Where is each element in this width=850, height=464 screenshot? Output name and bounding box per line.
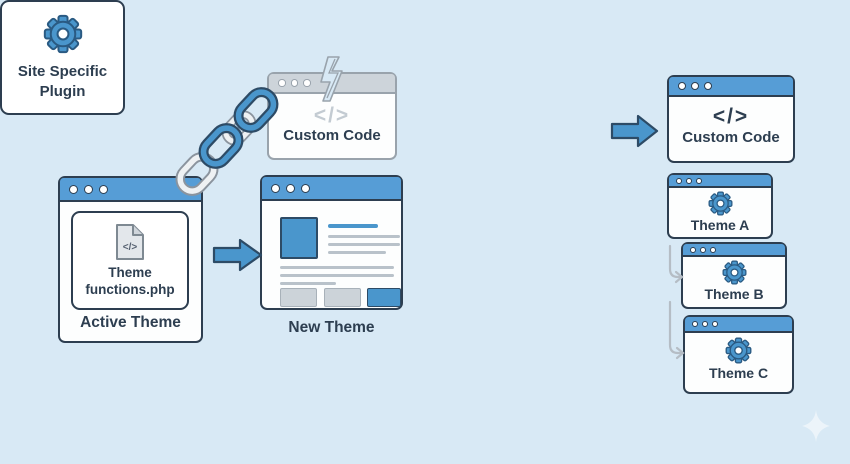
new-theme-window: [260, 175, 403, 310]
site-specific-plugin-box: Site Specific Plugin: [0, 0, 125, 115]
window-dot: [290, 79, 298, 87]
theme-a-window: Theme A: [667, 173, 773, 239]
window-dot: [271, 183, 280, 193]
text-line-placeholder: [328, 235, 400, 238]
custom-code-window: </> Custom Code: [667, 75, 795, 163]
window-dot: [69, 184, 78, 194]
window-dot: [84, 184, 93, 194]
broken-custom-code-label: Custom Code: [283, 126, 381, 144]
footer-block: [324, 288, 361, 307]
active-theme-window: </> Theme functions.php Active Theme: [58, 176, 203, 343]
theme-c-window: Theme C: [683, 315, 794, 394]
window-dot: [278, 79, 286, 87]
gear-icon: [708, 191, 733, 216]
footer-block-accent: [367, 288, 401, 307]
window-dot: [704, 82, 712, 90]
window-dot: [301, 183, 310, 193]
file-name: Theme functions.php: [85, 264, 175, 297]
window-dot: [696, 177, 702, 184]
window-titlebar: [683, 244, 785, 257]
code-icon: </>: [313, 103, 351, 127]
gear-icon: [725, 337, 752, 364]
window-dot: [676, 177, 682, 184]
window-dot: [690, 246, 696, 253]
footer-block: [280, 288, 317, 307]
window-titlebar: [60, 178, 201, 202]
window-dot: [700, 246, 706, 253]
flow-arrow-right: [610, 114, 659, 148]
gear-icon: [43, 14, 83, 54]
window-dot: [710, 246, 716, 253]
window-dot: [691, 82, 699, 90]
elbow-arrow-theme-c: [668, 300, 685, 360]
theme-a-label: Theme A: [690, 217, 750, 233]
text-line-placeholder: [280, 266, 394, 269]
file-code-glyph: </>: [123, 242, 138, 253]
sparkle-icon: [802, 410, 830, 442]
custom-code-label: Custom Code: [682, 129, 780, 146]
window-dot: [686, 177, 692, 184]
site-specific-plugin-label: Site Specific Plugin: [17, 63, 108, 100]
active-theme-label: Active Theme: [80, 314, 181, 331]
new-theme-label: New Theme: [288, 319, 375, 336]
window-dot: [692, 321, 698, 327]
window-titlebar: [669, 77, 793, 97]
text-line-placeholder: [280, 282, 336, 285]
theme-c-label: Theme C: [708, 365, 769, 381]
window-dot: [678, 82, 686, 90]
window-dot: [712, 321, 718, 327]
window-titlebar: [262, 177, 401, 201]
functions-file-card: </> Theme functions.php: [71, 211, 189, 310]
window-titlebar: [669, 175, 771, 188]
theme-b-label: Theme B: [704, 286, 764, 302]
broken-custom-code-window: </> Custom Code: [267, 72, 397, 160]
window-titlebar: [685, 317, 792, 333]
window-titlebar: [269, 74, 395, 94]
theme-b-window: Theme B: [681, 242, 787, 309]
flow-arrow-left: [212, 238, 263, 272]
gear-icon: [722, 260, 747, 285]
window-dot: [303, 79, 311, 87]
window-dot: [99, 184, 108, 194]
window-dot: [286, 183, 295, 193]
code-icon: </>: [712, 105, 750, 128]
text-line-placeholder: [328, 243, 400, 246]
code-file-icon: </>: [116, 223, 144, 260]
window-dot: [702, 321, 708, 327]
heading-line-placeholder: [328, 224, 378, 228]
thumbnail-block: [280, 217, 318, 259]
text-line-placeholder: [280, 274, 394, 277]
text-line-placeholder: [328, 251, 386, 254]
